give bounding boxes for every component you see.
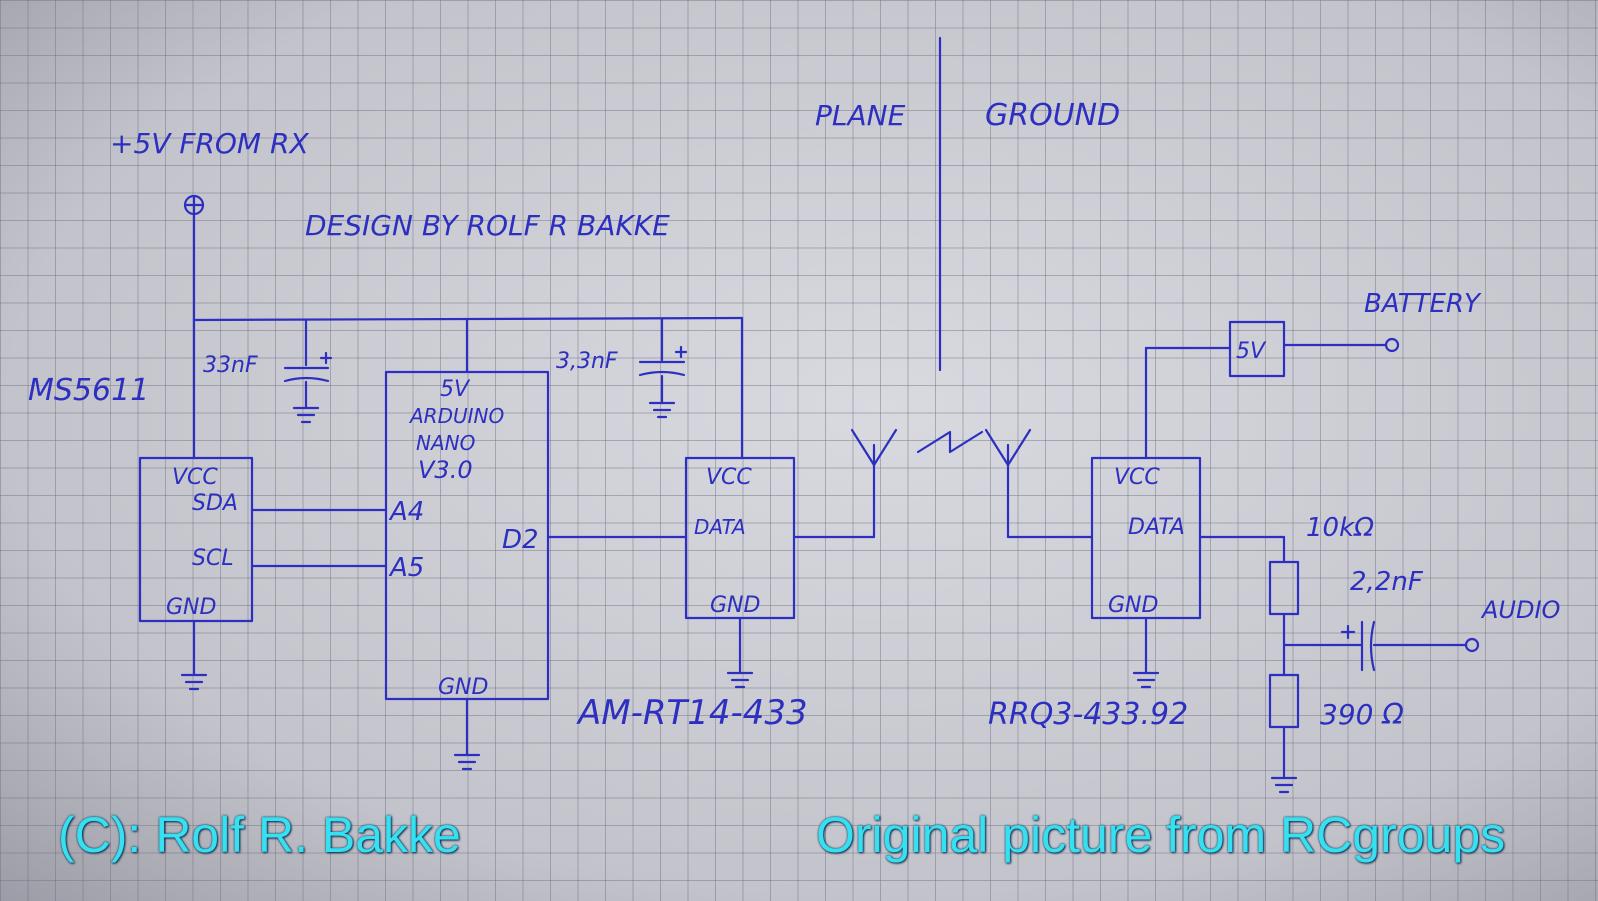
transmitter-module	[684, 456, 796, 689]
receiver-module	[1090, 456, 1202, 689]
tx-pin-vcc: VCC	[706, 465, 752, 490]
sensor-pin-scl: SCL	[192, 546, 234, 571]
tx-part-number: AM-RT14-433	[576, 693, 808, 733]
rx-antenna	[984, 428, 1094, 539]
regulator-5v	[1144, 320, 1400, 460]
design-credit: DESIGN BY ROLF R BAKKE	[305, 209, 670, 242]
tx-pin-data: DATA	[694, 515, 746, 539]
source-caption: Original picture from RCgroups	[816, 807, 1506, 863]
sensor-pin-sda: SDA	[192, 491, 238, 516]
cap2-label: 3,3nF	[556, 349, 618, 374]
ground-label: GROUND	[985, 98, 1120, 133]
arduino-pin-d2: D2	[502, 525, 539, 555]
arduino-nano	[384, 370, 550, 771]
sensor-pin-vcc: VCC	[172, 465, 218, 490]
arduino-pin-a5: A5	[388, 553, 424, 583]
rx-part-number: RRQ3-433.92	[988, 697, 1188, 732]
arduino-pin-gnd: GND	[438, 675, 488, 700]
rx-pin-gnd: GND	[1108, 593, 1158, 618]
audio-output-network	[1198, 535, 1480, 794]
plus-terminal	[183, 194, 205, 216]
tx-antenna	[792, 428, 898, 539]
capacitor-3-3nf	[638, 345, 688, 419]
rx-pin-data: DATA	[1128, 515, 1185, 540]
battery-label: BATTERY	[1364, 289, 1482, 319]
rf-link-symbol	[916, 430, 984, 454]
sensor-pin-gnd: GND	[166, 595, 216, 620]
copyright-caption: (C): Rolf R. Bakke	[58, 807, 461, 863]
arduino-5v: 5V	[440, 377, 471, 402]
arduino-line2: NANO	[416, 431, 475, 455]
arduino-pin-a4: A4	[388, 497, 424, 527]
cap3-label: 2,2nF	[1350, 567, 1424, 597]
audio-label: AUDIO	[1480, 596, 1560, 624]
tx-pin-gnd: GND	[710, 593, 760, 618]
r1-label: 10kΩ	[1306, 513, 1374, 543]
regulator-label: 5V	[1236, 339, 1267, 364]
i2c-wires	[250, 508, 388, 568]
rx-pin-vcc: VCC	[1114, 465, 1160, 490]
capacitor-33nf	[283, 351, 333, 424]
power-rail	[192, 212, 744, 460]
arduino-line3: V3.0	[418, 456, 473, 484]
power-source-label: +5V FROM RX	[110, 127, 309, 160]
arduino-line1: ARDUINO	[408, 404, 504, 428]
r2-label: 390 Ω	[1320, 698, 1404, 731]
ms5611-sensor	[138, 456, 254, 691]
cap1-label: 33nF	[203, 353, 258, 378]
sensor-name: MS5611	[28, 373, 149, 408]
plane-label: PLANE	[815, 99, 906, 132]
